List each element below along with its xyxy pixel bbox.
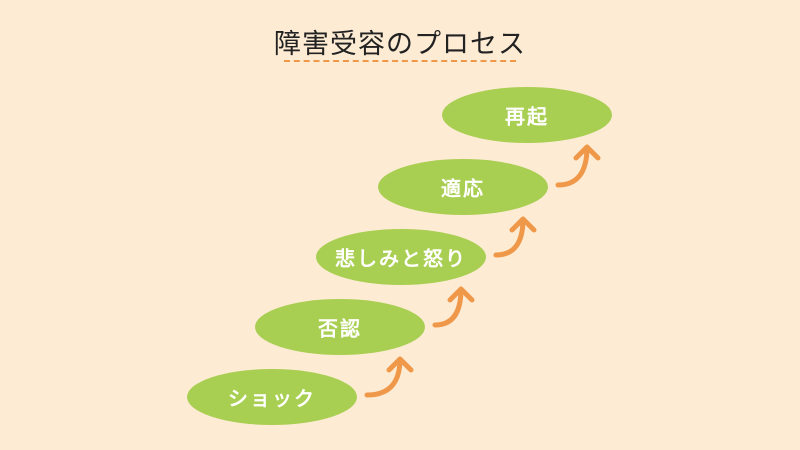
diagram-title: 障害受容のプロセス xyxy=(274,29,526,60)
step-ellipse xyxy=(255,299,425,355)
step-label: 否認 xyxy=(318,316,362,341)
step-ellipse xyxy=(316,229,486,285)
title-underline xyxy=(284,60,516,62)
step-label: 再起 xyxy=(505,104,549,129)
up-arrow-icon xyxy=(432,286,475,328)
step-label: ショック xyxy=(228,386,316,411)
step-ellipse xyxy=(442,87,612,143)
up-arrow-icon xyxy=(555,144,601,188)
step-ellipse xyxy=(187,369,357,425)
up-arrow-icon xyxy=(364,356,414,398)
step-label: 悲しみと怒り xyxy=(335,246,467,271)
up-arrow-icon xyxy=(493,216,537,258)
step-label: 適応 xyxy=(441,176,485,201)
step-ellipse xyxy=(378,159,548,215)
